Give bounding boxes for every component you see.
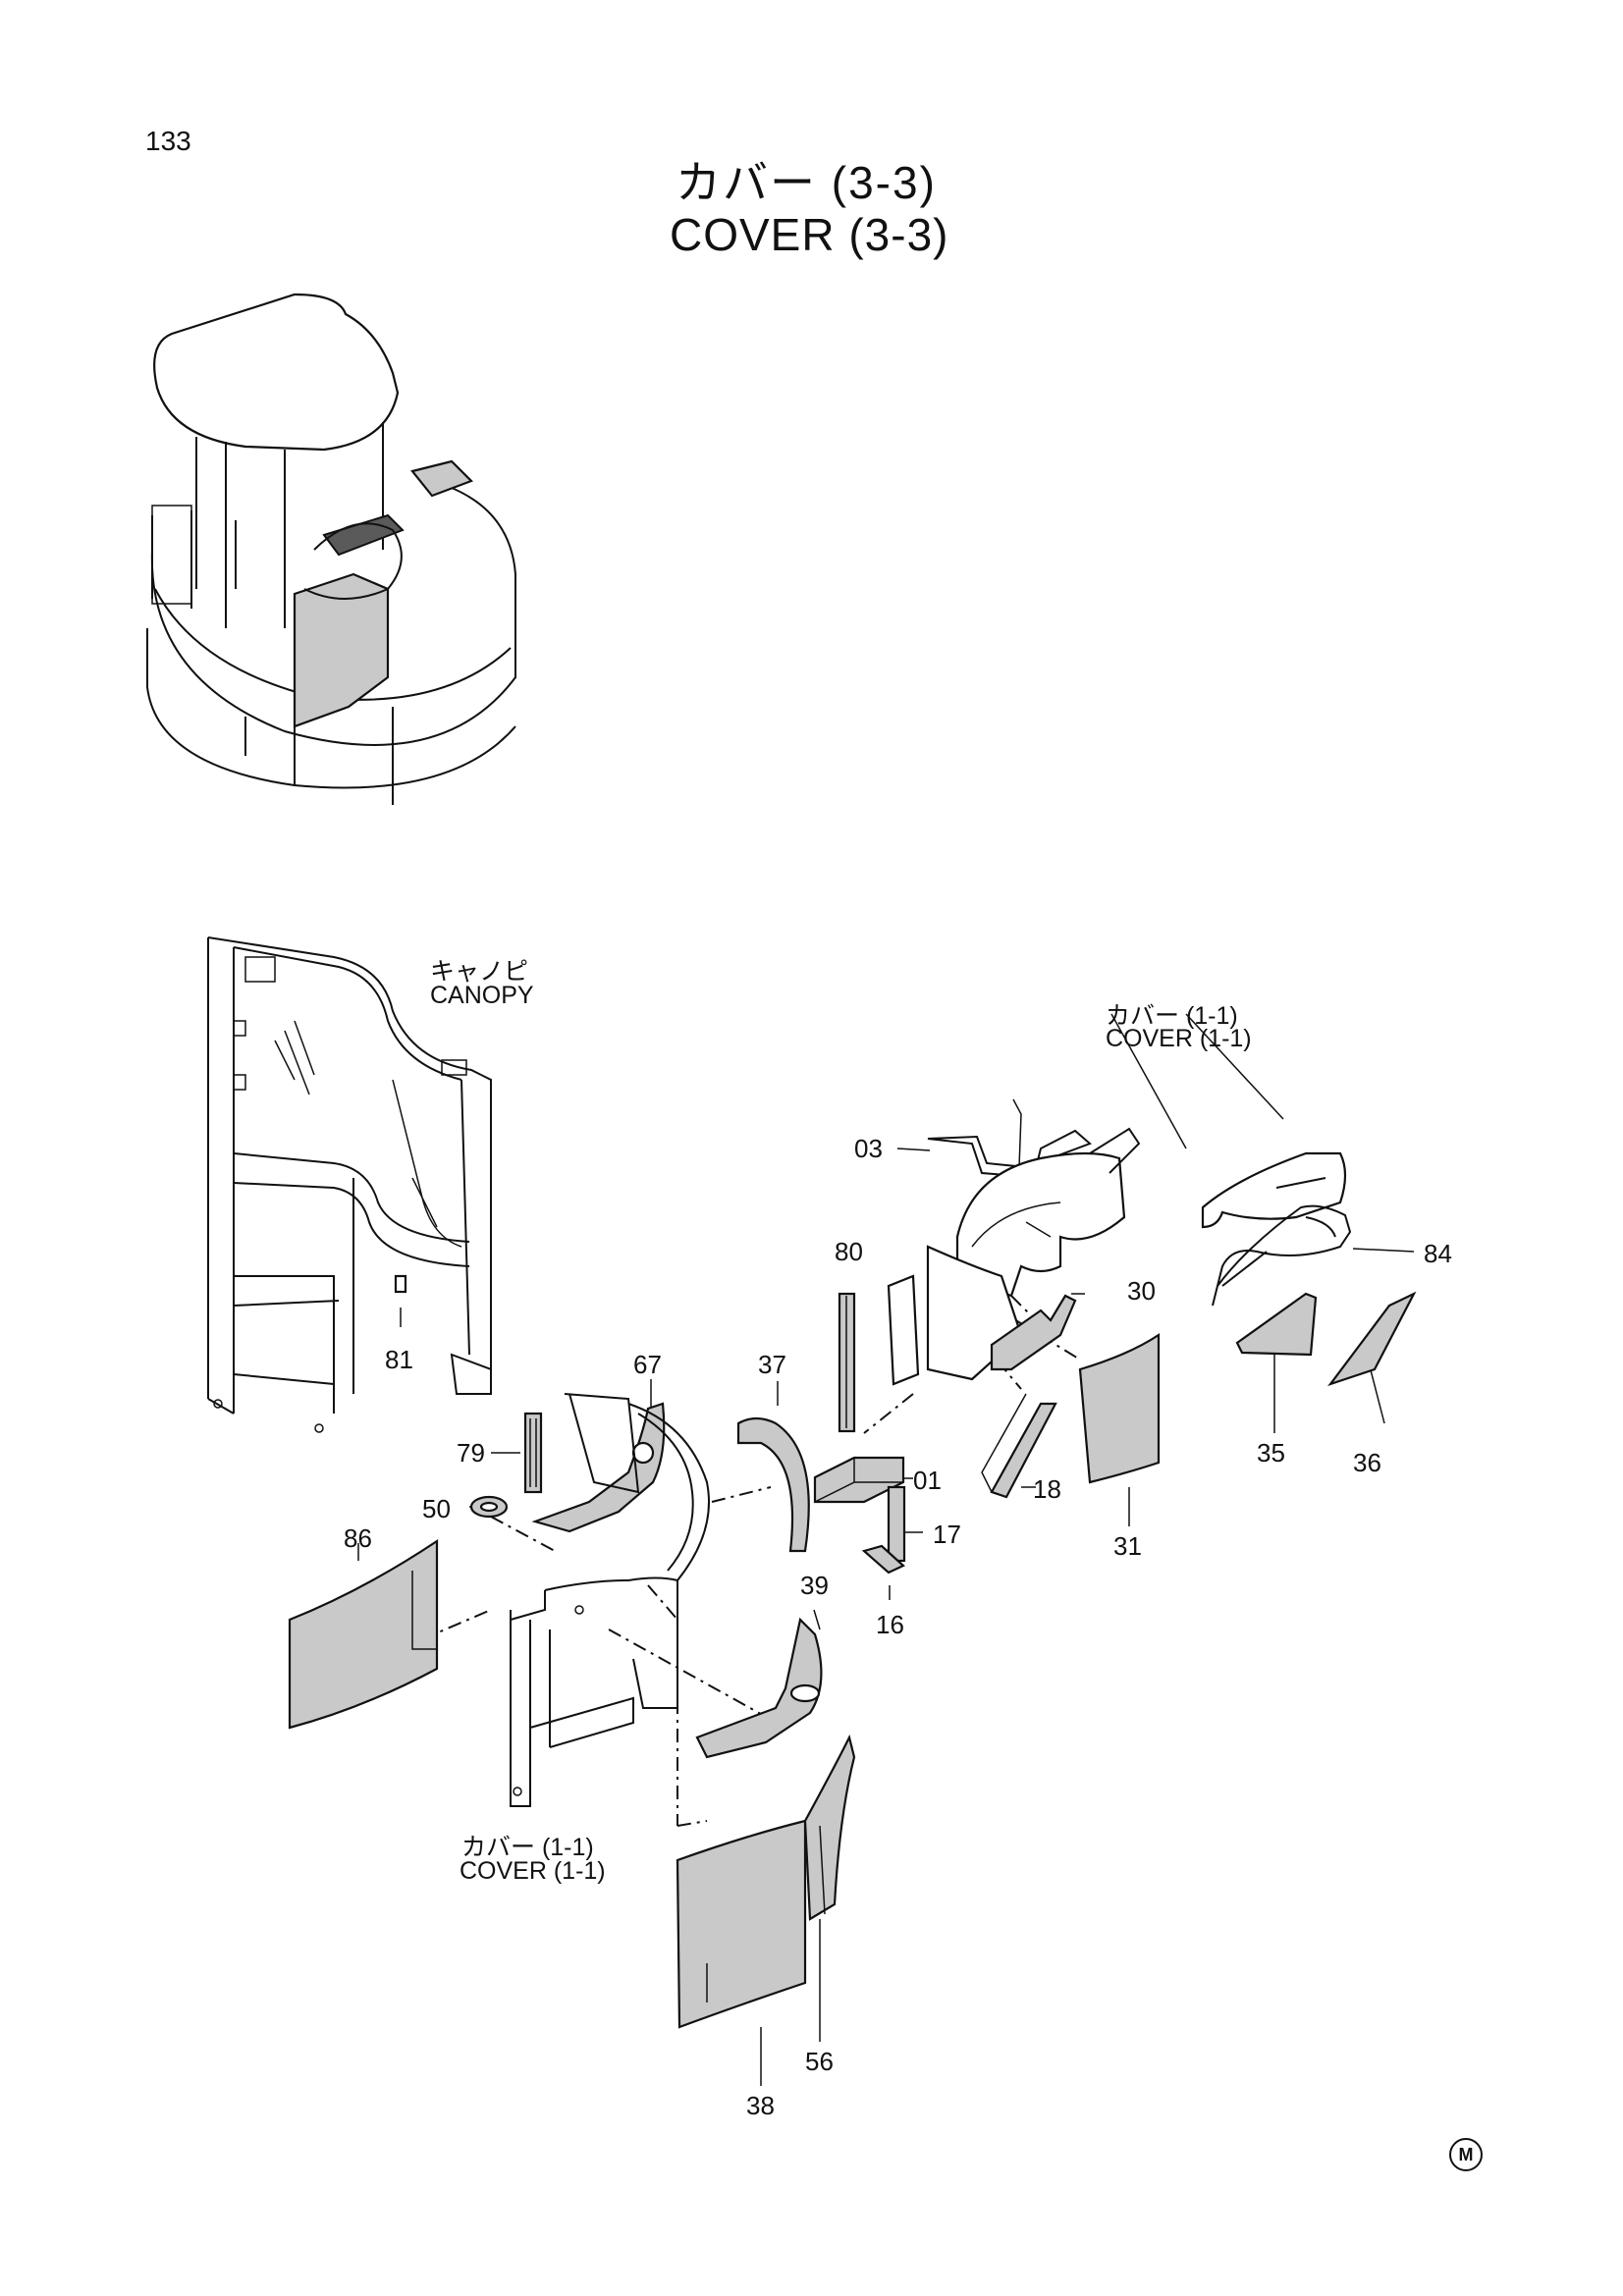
manufacturer-mark: M [1449,2138,1483,2171]
callout-37: 37 [758,1350,786,1379]
part-16-block [861,1544,905,1575]
callout-79: 79 [457,1438,485,1468]
callout-80: 80 [835,1237,863,1266]
part-86-panel [288,1538,439,1730]
part-56-panel [803,1734,856,1921]
part-67-bracket [531,1402,666,1533]
machine-overview-illustration [146,293,516,805]
lower-cover-frame [510,1393,710,1807]
canopy-frame [207,936,492,1433]
part-39-bracket [695,1617,823,1759]
callout-56: 56 [805,2047,834,2076]
page-number: 133 [145,126,191,156]
cover-lower-label-en: COVER (1-1) [460,1857,606,1885]
callout-36: 36 [1353,1448,1381,1477]
callout-18: 18 [1033,1474,1061,1504]
callout-38: 38 [746,2091,775,2120]
cover-upper-label-jp: カバー (1-1) [1106,1002,1238,1030]
callout-35: 35 [1257,1438,1285,1468]
callout-31: 31 [1113,1531,1142,1561]
part-36-plate [1327,1291,1417,1387]
callout-67: 67 [633,1350,662,1379]
callout-16: 16 [876,1610,904,1639]
part-79-strip [523,1412,543,1494]
page-title-en: COVER (3-3) [670,209,949,260]
callout-84: 84 [1424,1239,1452,1268]
canopy-label-en: CANOPY [430,982,534,1009]
callout-03: 03 [854,1134,883,1163]
leader-lines [357,1013,1415,2086]
part-35-plate [1235,1292,1318,1357]
part-03-bracket [927,1129,1092,1180]
page-title-jp: カバー (3-3) [676,157,937,208]
part-84-loop [1212,1204,1352,1307]
part-31-panel [1078,1332,1161,1484]
part-18-strip [990,1402,1057,1499]
callout-86: 86 [344,1523,372,1553]
callout-39: 39 [800,1571,829,1600]
part-30-plate [990,1294,1077,1371]
callout-17: 17 [933,1520,961,1549]
callout-01: 01 [913,1466,942,1495]
cover-lower-label-jp: カバー (1-1) [461,1834,594,1861]
part-17-bar [887,1485,906,1563]
callout-50: 50 [422,1494,451,1523]
part-38-panel [676,1819,807,2029]
part-37-arc [736,1416,810,1553]
callout-30: 30 [1127,1276,1156,1306]
callout-81: 81 [385,1345,413,1374]
cover-upper-label-en: COVER (1-1) [1106,1025,1252,1052]
canopy-label-jp: キャノピ [430,958,529,986]
